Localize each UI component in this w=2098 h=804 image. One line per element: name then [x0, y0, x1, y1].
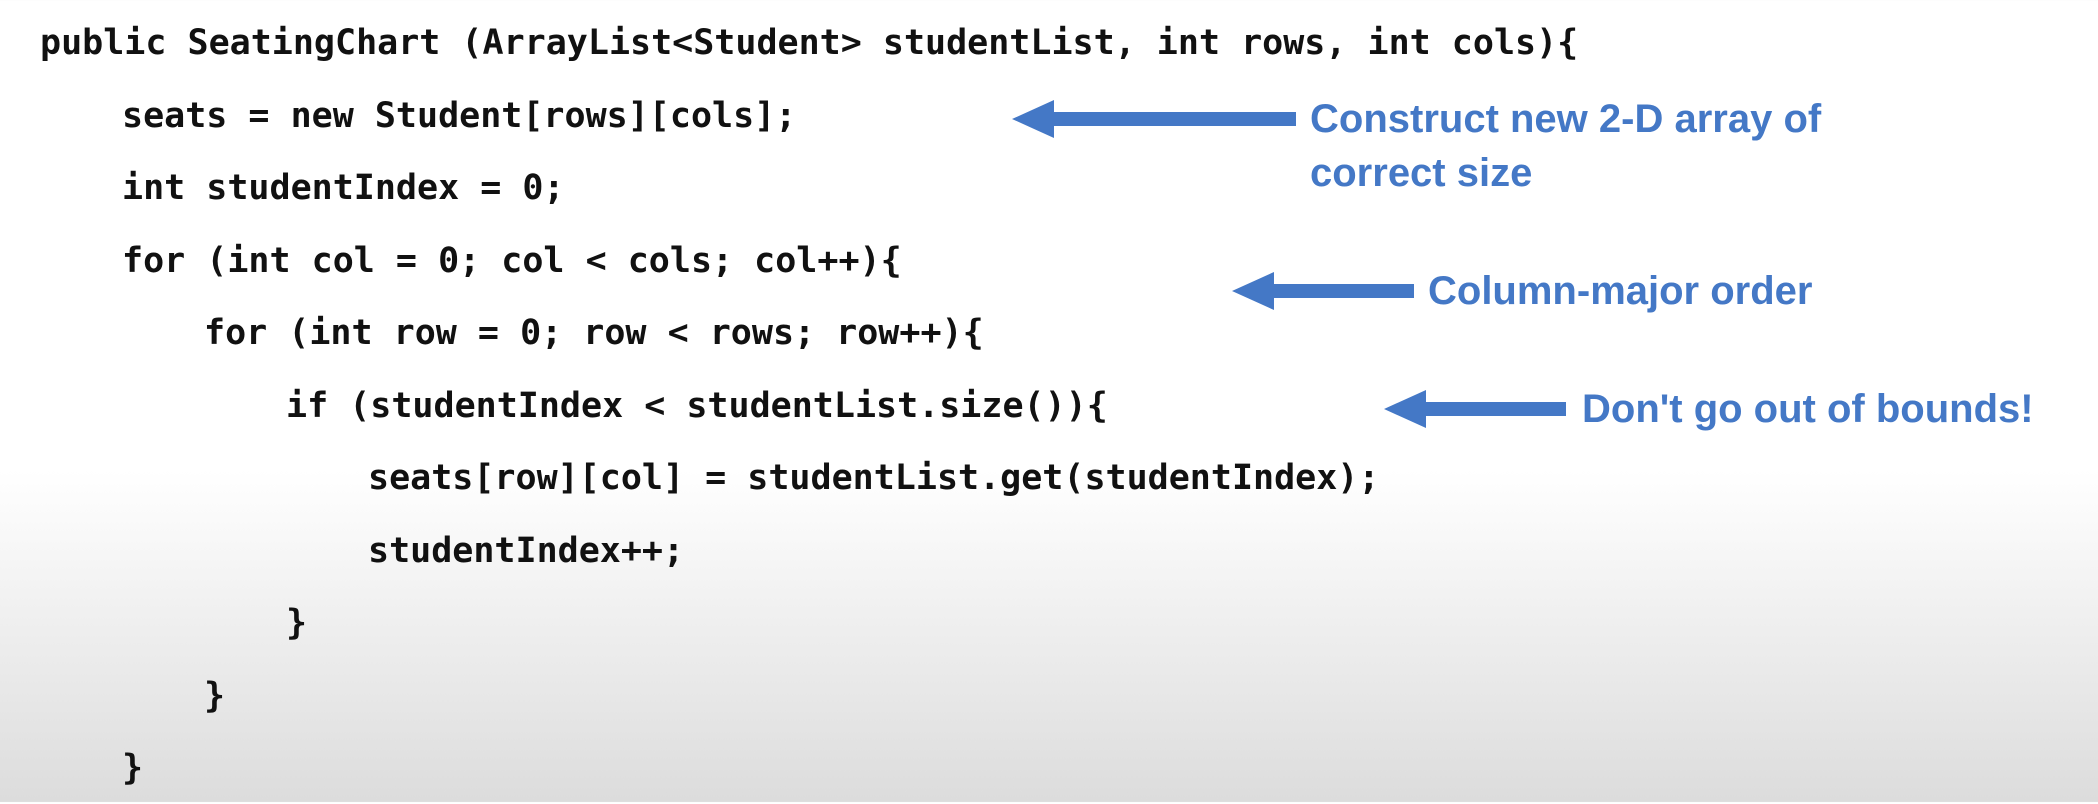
code-line-close-if: }	[286, 603, 308, 643]
arrow-left-icon	[1232, 272, 1414, 310]
annotation-array-size-line2: correct size	[1310, 151, 1533, 195]
code-line-for-row: for (int row = 0; row < rows; row++){	[204, 313, 984, 353]
code-line-seats-init: seats = new Student[rows][cols];	[122, 96, 797, 136]
arrow-left-icon	[1384, 390, 1566, 428]
code-line-close-outer-for: }	[122, 748, 144, 788]
code-line-constructor-signature: public SeatingChart (ArrayList<Student> …	[40, 23, 1579, 63]
code-line-student-index-init: int studentIndex = 0;	[122, 168, 565, 208]
code-line-assign-seat: seats[row][col] = studentList.get(studen…	[368, 458, 1380, 498]
arrow-left-icon	[1012, 100, 1296, 138]
annotation-bounds: Don't go out of bounds!	[1582, 387, 2034, 431]
code-line-if-bounds: if (studentIndex < studentList.size()){	[286, 386, 1108, 426]
code-line-close-inner-for: }	[204, 676, 226, 716]
code-line-for-col: for (int col = 0; col < cols; col++){	[122, 241, 902, 281]
annotation-column-major: Column-major order	[1428, 269, 1813, 313]
code-line-increment-index: studentIndex++;	[368, 531, 685, 571]
annotation-array-size-line1: Construct new 2-D array of	[1310, 97, 1822, 141]
